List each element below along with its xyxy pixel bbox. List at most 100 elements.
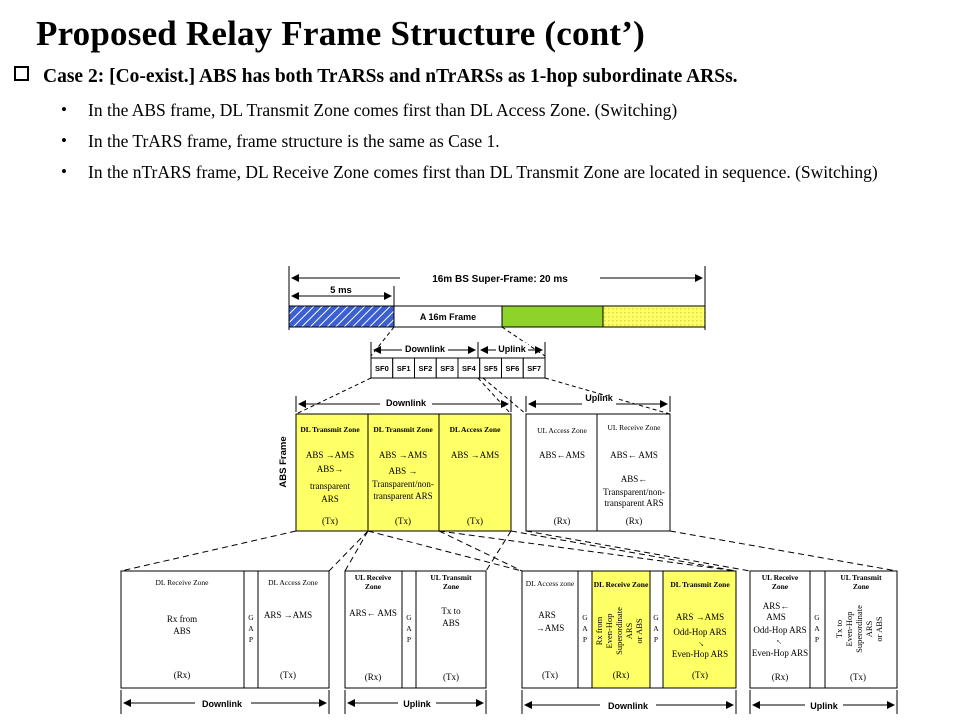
zone-line: ABS →AMS [379, 450, 427, 460]
subframe-label: SF2 [418, 364, 432, 373]
zone-tx: (Tx) [322, 516, 338, 526]
zone-tx: (Tx) [467, 516, 483, 526]
zone-line: ARS [864, 620, 874, 637]
zone-head: UL Receive [762, 573, 799, 582]
zone-line: Transparent/non- [603, 487, 665, 497]
zone-line: Superordinate [614, 607, 624, 655]
subframe-uplink-label: Uplink [498, 344, 526, 354]
zone-line: Rx from [594, 616, 604, 645]
zone-line: ABS [173, 626, 191, 636]
zone-line: Tx to [834, 620, 844, 638]
subframe-downlink-label: Downlink [405, 344, 446, 354]
subframe-label: SF7 [527, 364, 541, 373]
checkbox-bullet-icon [14, 66, 29, 81]
frame-hatched [288, 305, 395, 328]
gap-letter: G [406, 613, 412, 622]
gap-letter: P [583, 635, 587, 644]
bullet-item: In the ABS frame, DL Transmit Zone comes… [58, 97, 918, 123]
zone-line: Even-Hop [604, 614, 614, 649]
case-heading-text: Case 2: [Co-exist.] ABS has both TrARSs … [43, 66, 738, 87]
trars-frame: DL Receive Zone Rx from ABS (Rx) G A P D… [120, 570, 487, 714]
gap-letter: G [814, 613, 820, 622]
zone-line: ABS →AMS [306, 450, 354, 460]
zone-head: UL Receive Zone [607, 423, 661, 432]
frame-yellow [602, 305, 706, 328]
zone-line: ARS →AMS [676, 612, 724, 622]
zone-head: DL Receive Zone [155, 578, 209, 587]
zone-head: UL Transmit [840, 573, 882, 582]
zone-tx: (Tx) [280, 670, 296, 680]
subframe-label: SF1 [397, 364, 411, 373]
gap-letter: P [654, 635, 658, 644]
ntrars-downlink-label: Downlink [608, 701, 649, 711]
zone-line: AMS [766, 612, 786, 622]
abs-uplink-label: Uplink [585, 393, 613, 403]
frame-label: A 16m Frame [420, 312, 476, 322]
zone-line: ARS← AMS [349, 608, 397, 618]
zone-line: Transparent/non- [372, 479, 434, 489]
zone-head: Zone [772, 582, 789, 591]
superframe: 16m BS Super-Frame: 20 ms 5 ms A 16m Fra… [288, 266, 706, 357]
zone-tx: (Tx) [395, 516, 411, 526]
zone-tx: (Tx) [542, 670, 558, 680]
subframe-label: SF5 [484, 364, 498, 373]
subframe-label: SF4 [462, 364, 477, 373]
zone-line: ARS [624, 622, 634, 639]
zone-head: UL Transmit [430, 573, 472, 582]
zone-line: Rx from [167, 614, 197, 624]
gap-letter: P [815, 635, 819, 644]
zone-tx: (Rx) [772, 672, 789, 682]
zone-line: transparent ARS [373, 491, 432, 501]
subframe-cell [522, 357, 546, 379]
zone-line: ABS [442, 618, 460, 628]
zone-line: ARS →AMS [264, 610, 312, 620]
expansion-lines [120, 530, 898, 572]
bullet-item: In the nTrARS frame, DL Receive Zone com… [58, 159, 918, 185]
zone-line: or ABS [634, 618, 644, 644]
superframe-label: 16m BS Super-Frame: 20 ms [432, 274, 568, 285]
zone-head: UL Receive [355, 573, 392, 582]
subframe-label: SF6 [505, 364, 519, 373]
zone-line: Odd-Hop ARS [673, 627, 726, 637]
zone-line: ABS← [621, 474, 648, 484]
zone-tx: (Rx) [174, 670, 191, 680]
bullet-item: In the TrARS frame, frame structure is t… [58, 128, 918, 154]
zone-tx: (Rx) [554, 516, 571, 526]
zone-line: ARS← [763, 601, 790, 611]
zone-line: Even-Hop [844, 612, 854, 647]
zone-line: Tx to [441, 606, 461, 616]
gap-letter: A [653, 624, 659, 633]
gap-letter: G [248, 613, 254, 622]
abs-frame: ABS Frame Downlink Uplink DL Transmit Zo… [278, 393, 671, 532]
zone-line: transparent ARS [604, 498, 663, 508]
gap-letter: A [582, 624, 588, 633]
zone-line: ABS →AMS [451, 450, 499, 460]
abs-downlink-label: Downlink [386, 398, 427, 408]
zone-line: ABS←AMS [539, 450, 585, 460]
zone-tx: (Tx) [850, 672, 866, 682]
zone-head: Zone [853, 582, 870, 591]
zone-head: Zone [443, 582, 460, 591]
zone-head: DL Transmit Zone [670, 580, 730, 589]
gap-letter: G [653, 613, 659, 622]
zone-line: Odd-Hop ARS [753, 625, 806, 635]
zone-tx: (Tx) [443, 672, 459, 682]
zone-head: DL Access zone [526, 579, 575, 588]
subframe-label: SF0 [375, 364, 389, 373]
zone-head: DL Receive Zone [594, 580, 649, 589]
zone-line: transparent [310, 481, 350, 491]
ntrars-uplink-label: Uplink [810, 701, 838, 711]
zone-line: Even-Hop ARS [752, 648, 808, 658]
zone-tx: (Rx) [626, 516, 643, 526]
zone-head: UL Access Zone [537, 426, 587, 435]
slide-title: Proposed Relay Frame Structure (cont’) [36, 14, 645, 53]
zone-line: ABS → [389, 466, 418, 476]
gap-letter: G [582, 613, 588, 622]
gap-letter: A [248, 624, 254, 633]
zone-tx: (Rx) [365, 672, 382, 682]
zone-tx: (Rx) [613, 670, 630, 680]
abs-frame-side-label: ABS Frame [278, 436, 289, 487]
gap-letter: A [814, 624, 820, 633]
ms-label: 5 ms [330, 285, 352, 296]
